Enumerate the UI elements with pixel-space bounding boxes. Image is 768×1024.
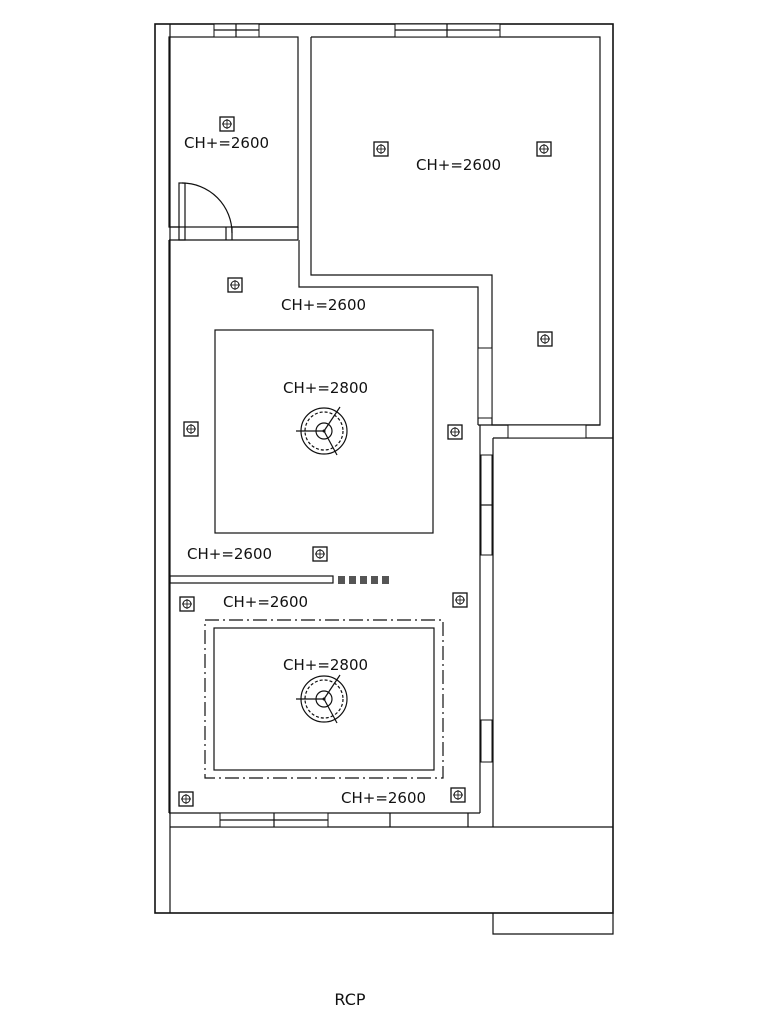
ceiling-height-label: CH+=2600: [416, 156, 501, 174]
room-main-hall: [168, 240, 494, 827]
downlights: [178, 116, 553, 807]
downlight-icon: [219, 116, 235, 132]
downlight-icon: [452, 592, 468, 608]
downlight-icon: [537, 331, 553, 347]
downlight-icon: [183, 421, 199, 437]
ceiling-height-label: CH+=2600: [187, 545, 272, 563]
door-swing: [178, 182, 233, 241]
downlight-icon: [373, 141, 389, 157]
ceiling-height-label: CH+=2600: [184, 134, 269, 152]
room-lower: [204, 619, 444, 779]
downlight-icon: [178, 791, 194, 807]
downlight-icon: [179, 596, 195, 612]
room-top-right: [298, 36, 601, 426]
downlight-icon: [312, 546, 328, 562]
ceiling-height-label: CH+=2800: [283, 379, 368, 397]
windows: [213, 23, 587, 828]
downlight-icon: [447, 424, 463, 440]
partition-dashes: [338, 576, 389, 584]
ceiling-height-label: CH+=2600: [223, 593, 308, 611]
ceiling-fan-lower: [296, 674, 348, 724]
ceiling-fan-upper: [296, 406, 348, 456]
downlight-icon: [536, 141, 552, 157]
ceiling-height-label: CH+=2600: [341, 789, 426, 807]
drawing-title: RCP: [334, 990, 365, 1009]
downlight-icon: [227, 277, 243, 293]
ceiling-height-label: CH+=2600: [281, 296, 366, 314]
ceiling-height-label: CH+=2800: [283, 656, 368, 674]
downlight-icon: [450, 787, 466, 803]
